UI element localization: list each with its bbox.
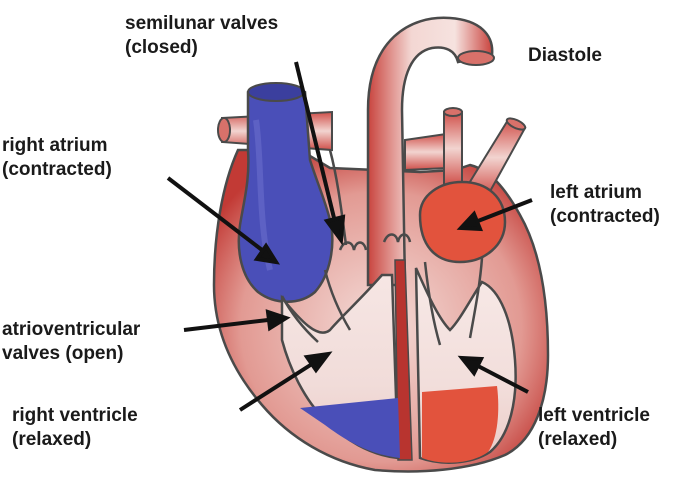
title-text: Diastole: [528, 45, 602, 66]
label-semilunar-line2: (closed): [125, 37, 198, 58]
label-left-ventricle-line2: (relaxed): [538, 429, 618, 450]
label-right-atrium-line1: right atrium: [2, 135, 108, 156]
arrow-right-atrium: [166, 176, 281, 265]
label-av-valves-line2: valves (open): [2, 343, 124, 364]
label-right-ventricle-line1: right ventricle: [12, 405, 138, 426]
arrow-left-atrium: [456, 198, 533, 232]
label-left-ventricle-line1: left ventricle: [538, 405, 650, 426]
diagram-title: Diastole: [528, 44, 602, 68]
label-right-ventricle-line2: (relaxed): [12, 429, 92, 450]
right-ventricle: [280, 273, 400, 460]
label-right-ventricle: right ventricle (relaxed): [12, 404, 138, 452]
aorta: [366, 16, 495, 287]
arrow-left-ventricle: [457, 355, 529, 394]
label-right-atrium: right atrium (contracted): [2, 134, 112, 182]
label-right-atrium-line2: (contracted): [2, 159, 112, 180]
label-left-atrium-line1: left atrium: [550, 182, 642, 203]
label-left-ventricle: left ventricle (relaxed): [538, 404, 650, 452]
semilunar-valves: [338, 233, 412, 251]
label-left-atrium-line2: (contracted): [550, 206, 660, 227]
label-semilunar-line1: semilunar valves: [125, 13, 279, 34]
label-semilunar-valves: semilunar valves (closed): [125, 12, 278, 60]
label-left-atrium: left atrium (contracted): [550, 181, 660, 229]
label-arrows: [166, 61, 533, 412]
atrioventricular-valves: [280, 257, 484, 346]
left-atrium: [418, 180, 507, 264]
right-atrium: [237, 82, 334, 303]
label-av-valves-line1: atrioventricular: [2, 319, 141, 340]
arrow-av-valves: [183, 309, 291, 332]
arrow-semilunar: [294, 61, 346, 246]
label-av-valves: atrioventricular valves (open): [2, 318, 140, 366]
arrow-right-ventricle: [238, 351, 333, 412]
pulmonary-trunk: [328, 149, 348, 246]
